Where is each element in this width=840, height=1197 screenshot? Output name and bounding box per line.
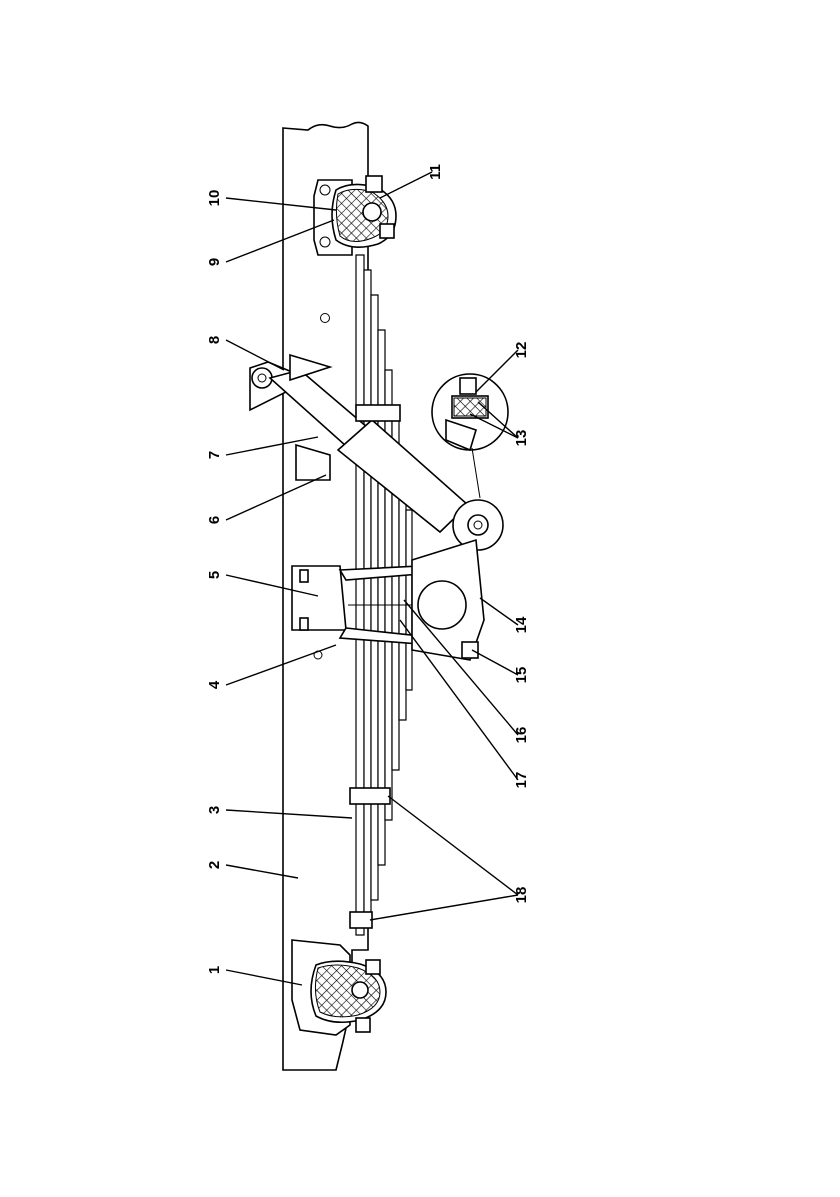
callout-16: 16	[513, 727, 530, 744]
callout-18: 18	[513, 887, 530, 904]
callout-1: 1	[206, 966, 223, 974]
callout-15: 15	[513, 667, 530, 684]
front-spring-bracket	[314, 176, 396, 255]
callout-2: 2	[206, 861, 223, 869]
rear-spring-bracket	[292, 940, 386, 1035]
callout-11: 11	[427, 164, 444, 180]
callout-17: 17	[513, 772, 530, 789]
callout-3: 3	[206, 806, 223, 814]
bushing-detail-inset	[432, 374, 508, 498]
callout-7: 7	[206, 451, 223, 459]
callout-12: 12	[513, 342, 530, 359]
callout-5: 5	[206, 571, 223, 579]
callout-8: 8	[206, 336, 223, 344]
callout-14: 14	[513, 616, 530, 633]
callout-9: 9	[206, 258, 223, 266]
callout-6: 6	[206, 516, 223, 524]
callout-13: 13	[513, 430, 530, 447]
leaf-spring-pack	[356, 255, 412, 935]
callout-10: 10	[206, 190, 223, 207]
callout-4: 4	[206, 680, 223, 689]
